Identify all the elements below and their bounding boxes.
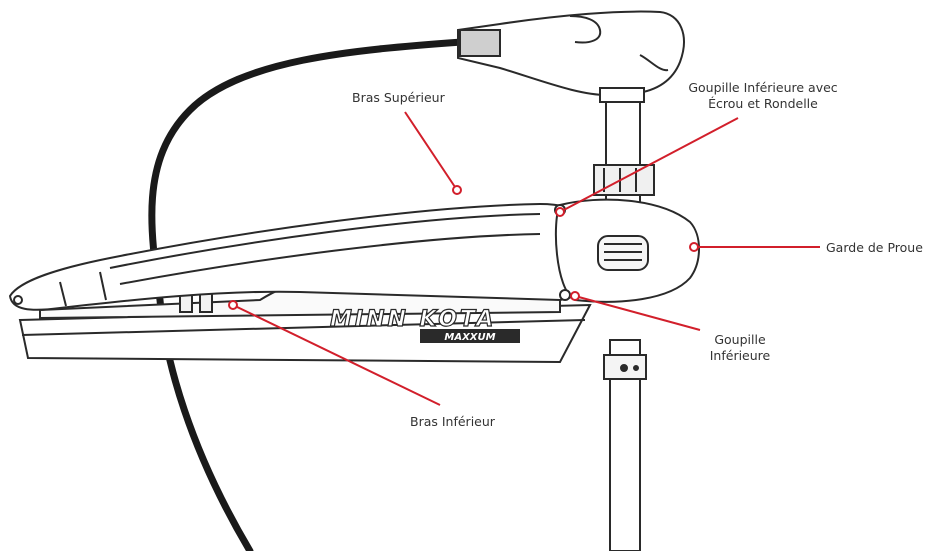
motor-shaft [593,89,655,551]
target-lower-arm [228,300,238,310]
leader-lines [232,111,820,406]
label-lower-pin-nut: Goupille Inférieure avec Écrou et Rondel… [688,80,838,112]
label-lower-pin-line1: Goupille [714,332,766,347]
logo-mark: MINN KOTA MAXXUM [329,306,520,343]
bow-guard [554,198,700,303]
label-lower-arm: Bras Inférieur [410,414,495,429]
target-lower-pin-nut [555,207,565,217]
label-bow-guard: Garde de Proue [826,240,923,255]
target-bow-guard [689,242,699,252]
label-upper-arm: Bras Supérieur [352,90,445,105]
leader-lower-pin [574,295,701,331]
label-lower-pin-line2: Inférieure [709,348,771,363]
leader-targets [228,185,699,310]
brand-logo: MINN KOTA [330,307,496,332]
target-upper-arm [452,185,462,195]
leader-lower-arm [232,304,441,406]
label-lower-pin: Goupille Inférieure [695,332,785,364]
model-logo: MAXXUM [444,332,495,343]
leader-upper-arm [404,111,458,191]
label-lower-pin-nut-line1: Goupille Inférieure avec [688,80,838,95]
upper-arm [8,202,602,311]
power-cable [148,38,466,551]
label-lower-pin-nut-line2: Écrou et Rondelle [708,96,818,111]
target-lower-pin [570,291,580,301]
leader-lower-pin-nut [559,117,739,213]
control-head [457,10,685,103]
